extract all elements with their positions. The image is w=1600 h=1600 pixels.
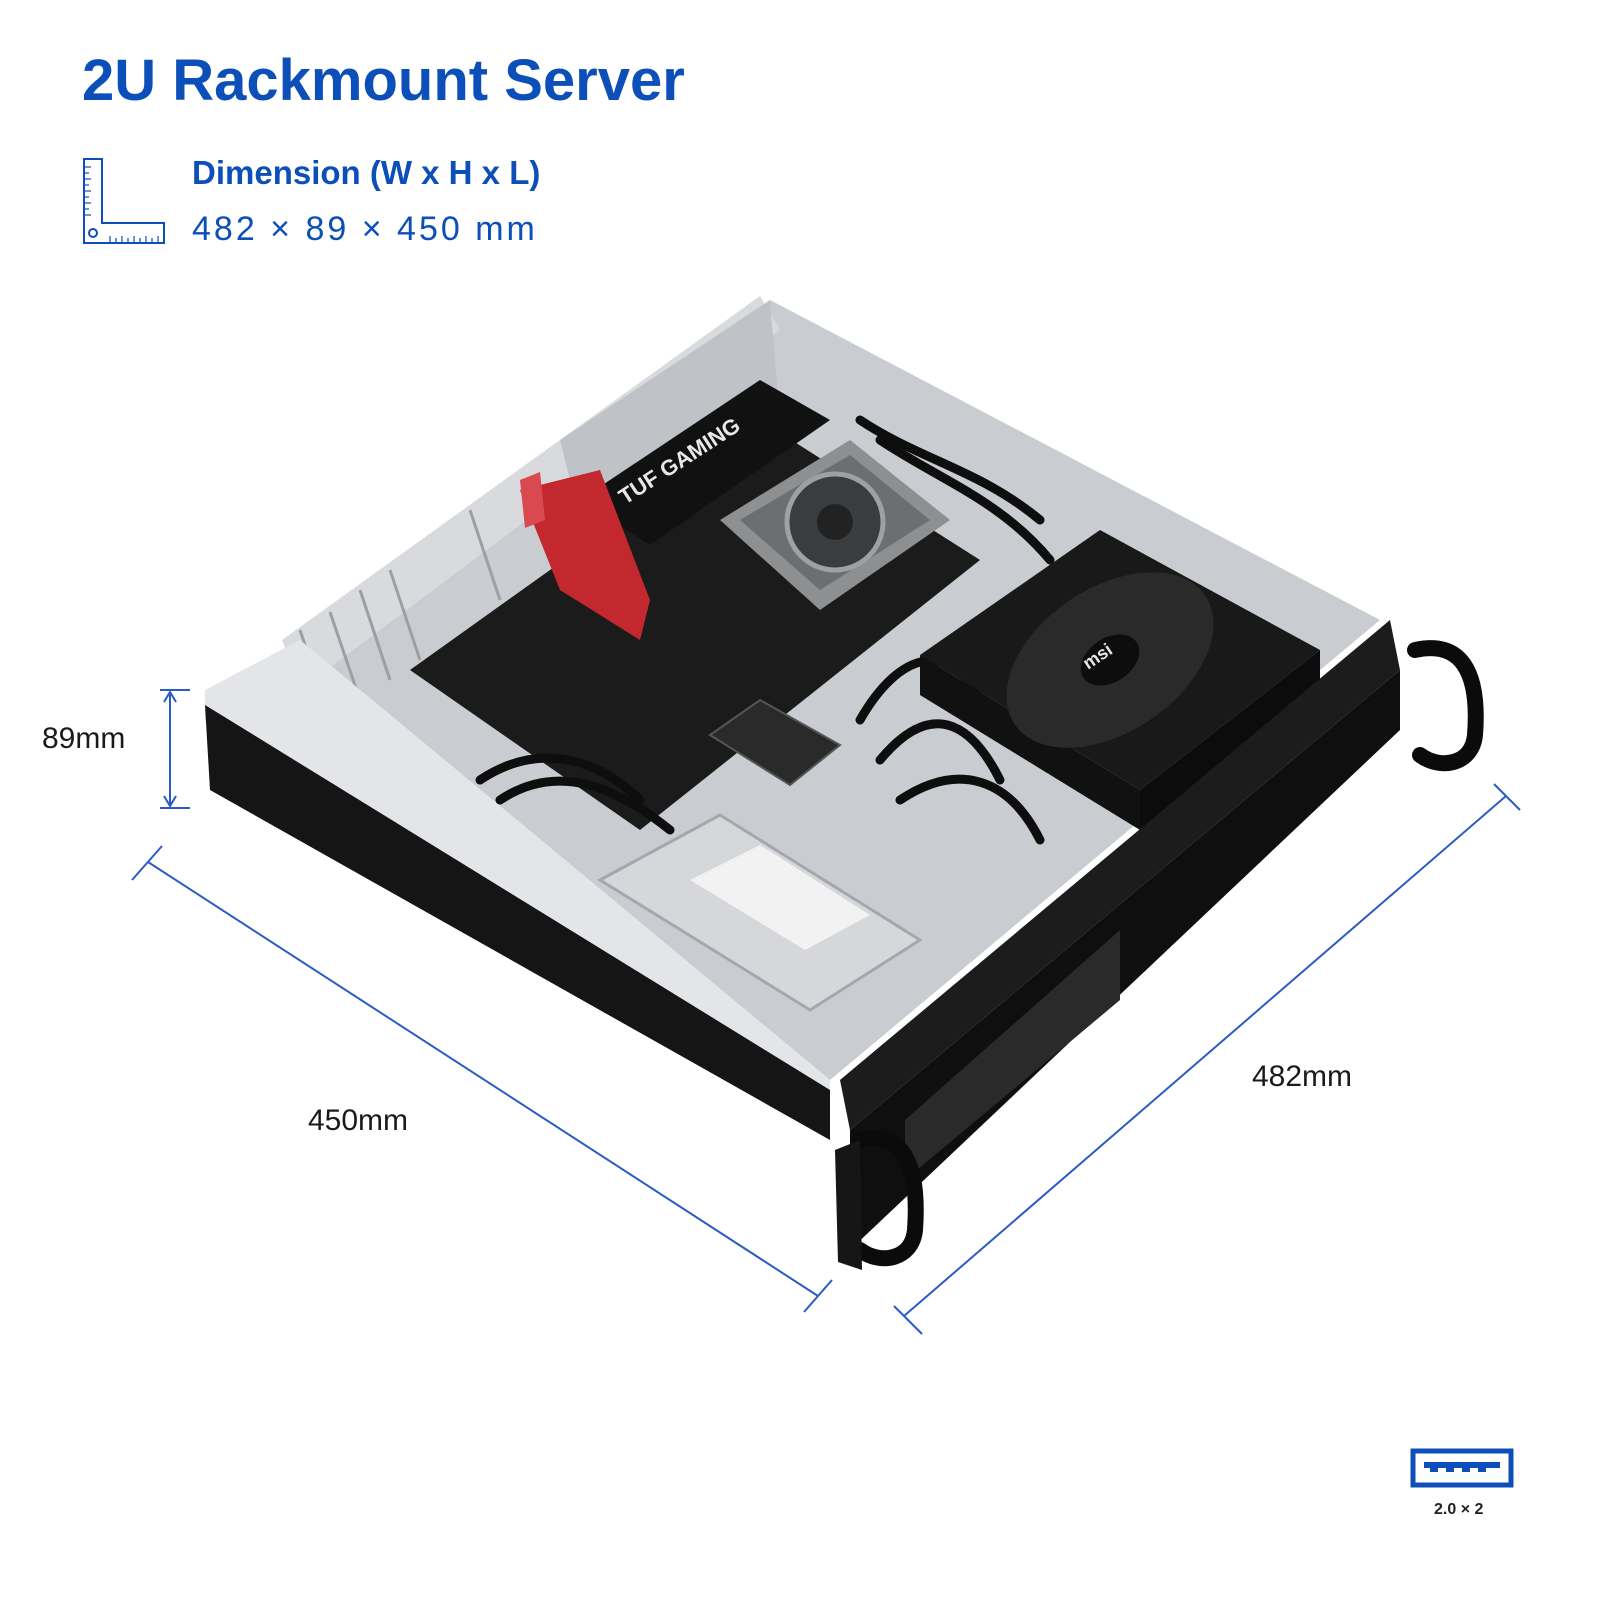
height-measurement-label: 89mm	[42, 722, 126, 755]
usb-port-icon	[1410, 1448, 1514, 1488]
width-measurement-label: 482mm	[1252, 1060, 1353, 1093]
dimension-label: Dimension (W x H x L)	[192, 154, 541, 191]
usb-port-count-label: 2.0 × 2	[1434, 1501, 1484, 1518]
ruler-square-icon	[83, 158, 165, 244]
dimension-value: 482 × 89 × 450 mm	[192, 210, 538, 248]
length-measurement-label: 450mm	[308, 1104, 409, 1137]
page-title: 2U Rackmount Server	[82, 48, 685, 113]
